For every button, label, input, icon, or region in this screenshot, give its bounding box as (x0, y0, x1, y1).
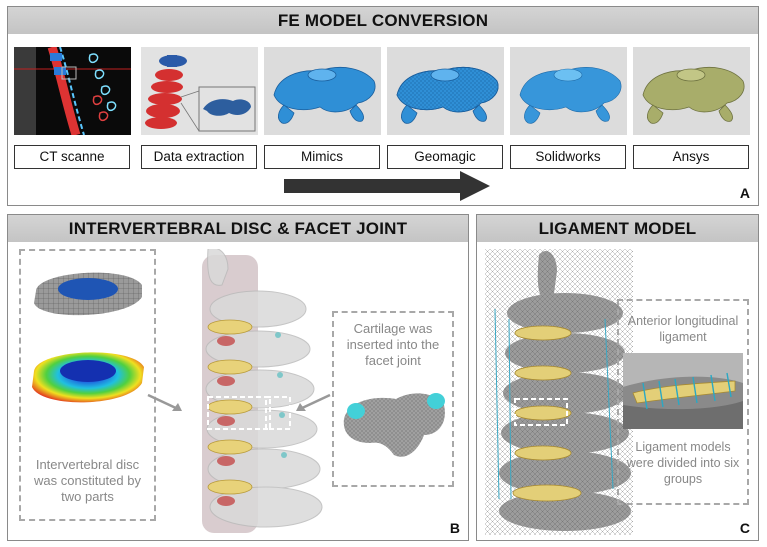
cervical-spine-transparent-image (202, 249, 323, 533)
ligament-bottom-caption: Ligament models were divided into six gr… (626, 440, 740, 486)
left-pointer-arrow-icon (147, 393, 182, 411)
panel-a-fe-conversion: FE MODEL CONVERSION (7, 6, 759, 206)
step-label-ct-scan: CT scanne (14, 145, 130, 169)
vertebra-geomagic-image (387, 47, 504, 135)
panel-a-letter: A (739, 185, 750, 201)
extracted-vertebrae-image (141, 47, 258, 135)
step-label-data-extraction: Data extraction (141, 145, 257, 169)
panel-c-letter: C (739, 520, 750, 536)
panel-b-title: INTERVERTEBRAL DISC & FACET JOINT (8, 215, 468, 242)
step-label-mimics: Mimics (264, 145, 380, 169)
vertebra-solidworks-image (510, 47, 627, 135)
panel-c-title: LIGAMENT MODEL (477, 215, 758, 242)
step-label-solidworks: Solidworks (510, 145, 626, 169)
ligament-dashed-box (617, 299, 749, 505)
cervical-spine-ligament-image (485, 249, 633, 535)
process-arrow-icon (284, 171, 490, 201)
panel-c-ligament: LIGAMENT MODEL Anterior longitudinal lig… (476, 214, 759, 541)
ligament-detail-image (623, 353, 743, 429)
panel-b-disc-facet: INTERVERTEBRAL DISC & FACET JOINT Interv… (7, 214, 469, 541)
step-label-ansys: Ansys (633, 145, 749, 169)
disc-dashed-box (19, 249, 156, 521)
step-label-geomagic: Geomagic (387, 145, 503, 169)
disc-caption: Intervertebral disc was constituted by t… (34, 457, 141, 504)
cartilage-dashed-box (332, 311, 454, 487)
right-pointer-arrow-icon (296, 393, 331, 411)
vertebra-mimics-image (264, 47, 381, 135)
panel-b-letter: B (449, 520, 460, 536)
facet-cartilage-image (343, 393, 445, 457)
disc-stress-image (32, 352, 144, 403)
cartilage-caption: Cartilage was inserted into the facet jo… (346, 321, 440, 368)
vertebra-ansys-image (633, 47, 750, 135)
ligament-top-caption: Anterior longitudinal ligament (627, 314, 739, 344)
ct-scan-image (14, 47, 131, 135)
panel-a-title: FE MODEL CONVERSION (8, 7, 758, 34)
disc-mesh-image (34, 272, 142, 316)
